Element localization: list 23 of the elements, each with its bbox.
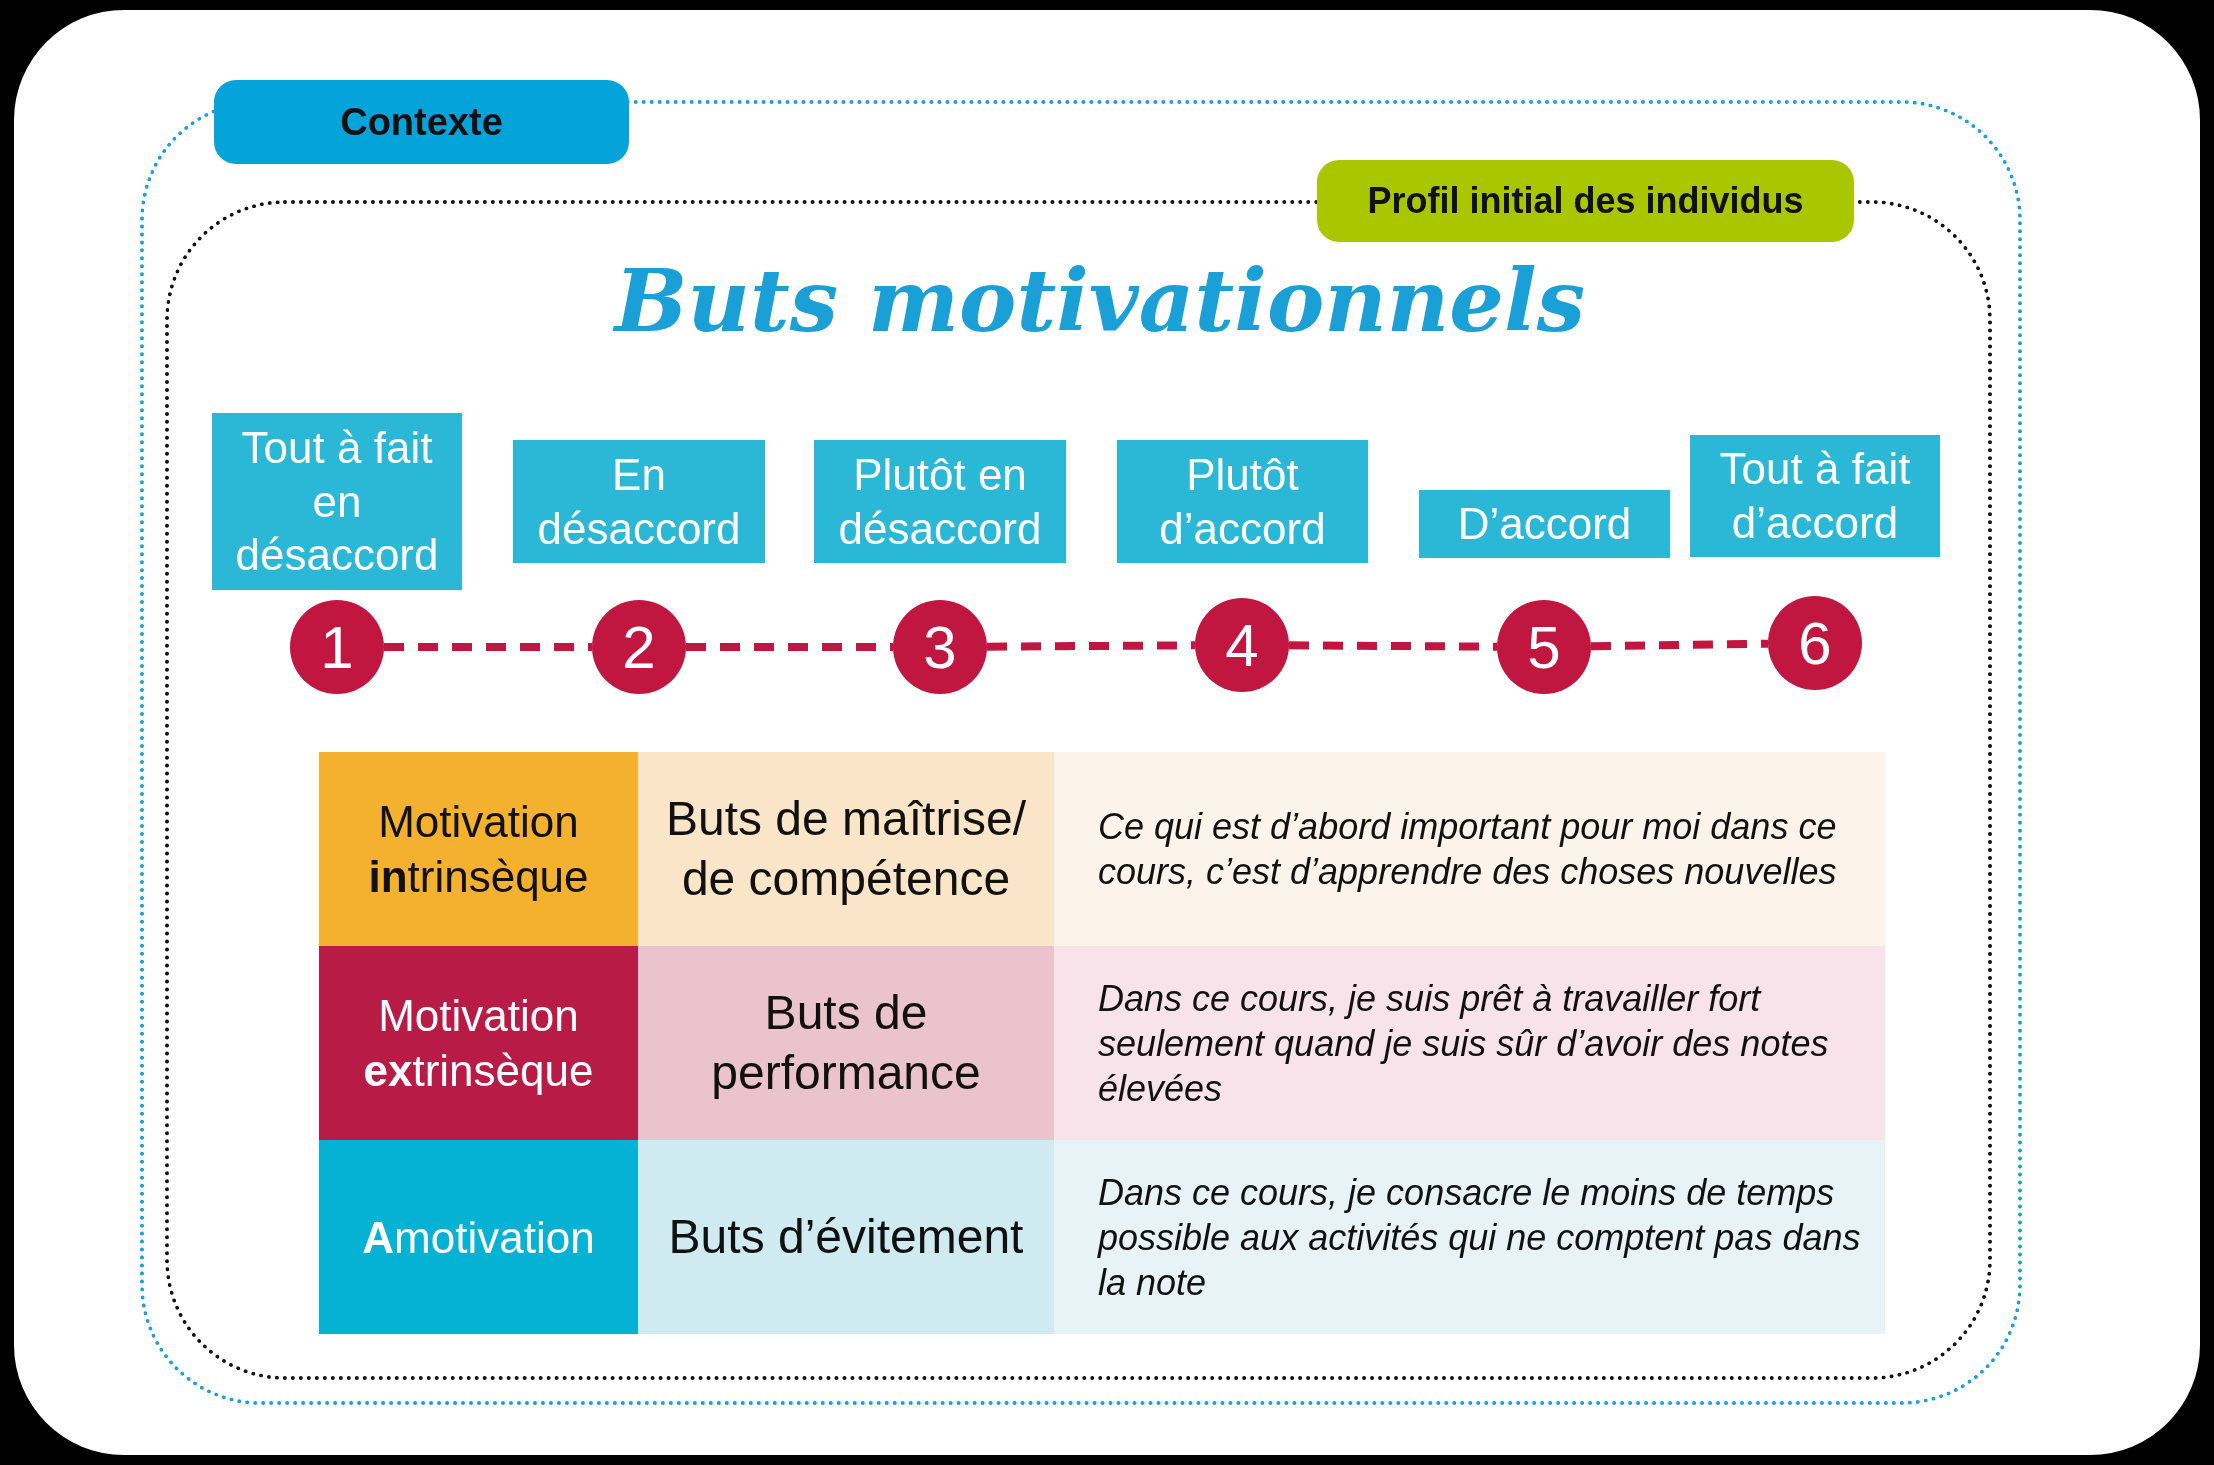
scale-label-box: D’accord (1419, 490, 1670, 558)
goal-type-cell: Buts de performance (638, 946, 1054, 1140)
scale-label-box: En désaccord (513, 440, 765, 563)
example-statement-cell: Dans ce cours, je suis prêt à travailler fort seulement quand je suis sûr d’avoir des notes élevées (1054, 946, 1885, 1140)
section-tab: Contexte (214, 80, 629, 164)
dashed-connector (384, 643, 592, 651)
dashed-connector (1590, 639, 1769, 651)
motivation-type-cell: Motivation intrinsèque (319, 752, 638, 946)
motivation-type-cell: Amotivation (319, 1140, 638, 1334)
dashed-connector (1288, 641, 1498, 651)
scale-label-box: Tout à fait d’accord (1690, 435, 1940, 557)
section-tab: Profil initial des individus (1317, 160, 1854, 242)
example-statement-cell: Dans ce cours, je consacre le moins de temps possible aux activités qui ne comptent pas dans la note (1054, 1140, 1885, 1334)
goal-type-cell: Buts d’évitement (638, 1140, 1054, 1334)
dashed-connector (986, 641, 1196, 651)
scale-label-box: Plutôt d’accord (1117, 440, 1368, 563)
dashed-connector (686, 643, 893, 651)
goal-type-cell: Buts de maîtrise/ de compétence (638, 752, 1054, 946)
motivation-type-cell: Motivation extrinsèque (319, 946, 638, 1140)
scale-label-box: Tout à fait en désaccord (212, 413, 462, 590)
diagram-title: Buts motivationnels (611, 250, 1587, 351)
scale-label-box: Plutôt en désaccord (814, 440, 1066, 563)
example-statement-cell: Ce qui est d’abord important pour moi dans ce cours, c’est d’apprendre des choses nouvelles (1054, 752, 1885, 946)
